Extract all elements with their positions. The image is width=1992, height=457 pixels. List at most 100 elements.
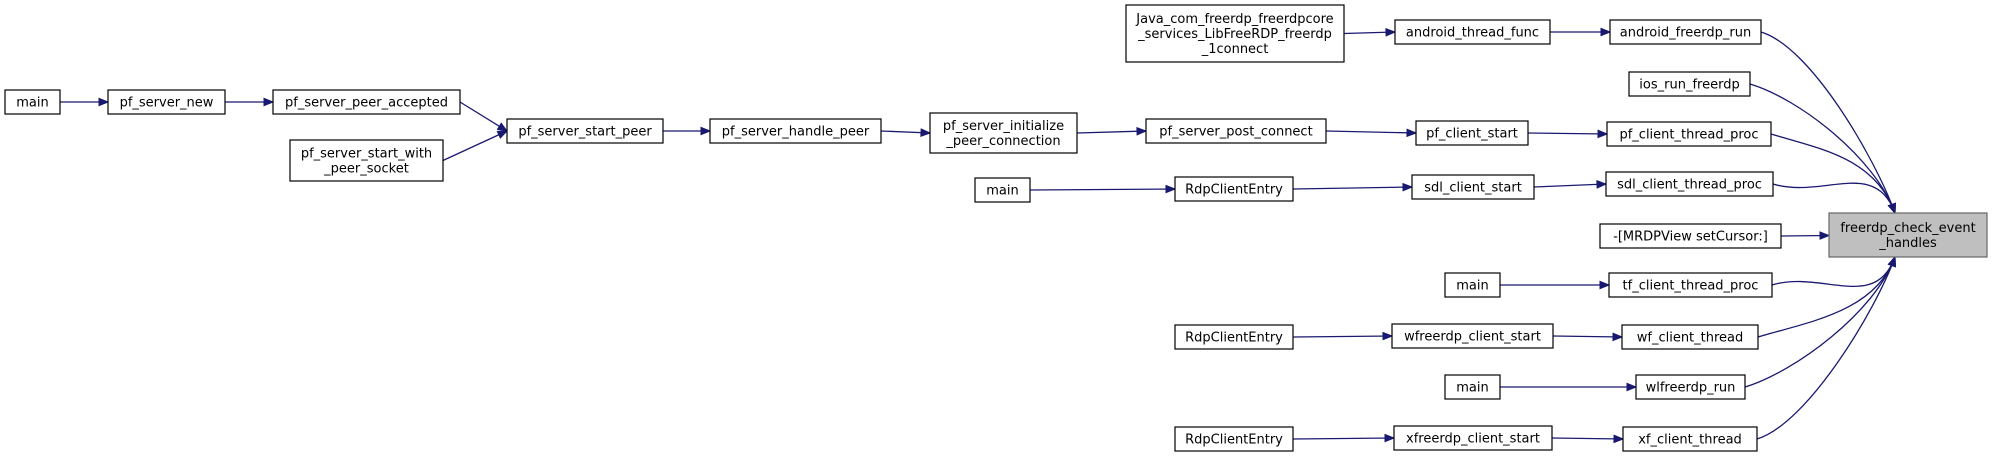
function-node-xfreerdp-client-start[interactable]: xfreerdp_client_start — [1393, 425, 1553, 451]
node-label: RdpClientEntry — [1185, 433, 1283, 448]
function-node-pf-server-post-connect[interactable]: pf_server_post_connect — [1145, 118, 1327, 144]
node-label: xfreerdp_client_start — [1406, 432, 1540, 447]
node-box — [1393, 425, 1553, 451]
node-box — [506, 118, 664, 144]
function-node-wlfreerdp-run[interactable]: wlfreerdp_run — [1635, 374, 1746, 400]
arrowhead — [1382, 331, 1394, 341]
arrowhead — [1887, 255, 1896, 268]
node-box — [1609, 19, 1762, 45]
arrowhead — [920, 128, 932, 137]
node-label: wf_client_thread — [1637, 331, 1744, 346]
node-box — [1622, 426, 1758, 452]
node-label: pf_server_start_with — [301, 147, 432, 162]
function-node-pf-client-start[interactable]: pf_client_start — [1415, 120, 1529, 146]
node-label: _handles — [1878, 236, 1937, 251]
node-label: -[MRDPView setCursor:] — [1613, 230, 1768, 245]
arrowhead — [1136, 126, 1148, 136]
function-node-tf-client-thread-proc[interactable]: tf_client_thread_proc — [1608, 272, 1773, 298]
node-label: sdl_client_thread_proc — [1617, 178, 1762, 193]
function-node-pf-client-thread-proc[interactable]: pf_client_thread_proc — [1606, 121, 1772, 147]
function-node-pf-server-start-with-peer-socket[interactable]: pf_server_start_with_peer_socket — [289, 139, 444, 182]
function-node-mrdpview[interactable]: -[MRDPView setCursor:] — [1599, 223, 1782, 249]
node-box — [709, 118, 882, 144]
function-node-pf-server-handle-peer[interactable]: pf_server_handle_peer — [709, 118, 882, 144]
arrowhead — [1599, 280, 1611, 290]
function-node-sdl-client-start[interactable]: sdl_client_start — [1411, 174, 1535, 200]
node-box — [107, 89, 226, 115]
call-edge-pf-server-initialize-peer-connection-to-pf-server-post-connect — [1076, 130, 1147, 134]
node-box — [1621, 324, 1759, 350]
function-node-rdpclient-2[interactable]: RdpClientEntry — [1174, 324, 1294, 350]
node-label: ios_run_freerdp — [1639, 78, 1739, 93]
function-node-rdpclient-1[interactable]: RdpClientEntry — [1174, 176, 1294, 202]
call-edge-sdl-client-start-to-sdl-client-thread-proc — [1533, 183, 1607, 188]
edges-layer — [60, 27, 1896, 444]
node-box — [929, 112, 1078, 154]
function-node-main-1[interactable]: main — [4, 89, 61, 115]
function-node-java-connect[interactable]: Java_com_freerdp_freerdpcore_services_Li… — [1125, 4, 1345, 63]
node-label: _1connect — [1201, 42, 1269, 57]
node-box — [1174, 324, 1294, 350]
function-node-main-2[interactable]: main — [974, 177, 1031, 203]
call-edge-xfreerdp-client-start-to-xf-client-thread — [1551, 437, 1624, 440]
call-edge-pf-server-post-connect-to-pf-client-start — [1325, 130, 1417, 134]
arrowhead — [263, 97, 275, 107]
node-box — [1125, 4, 1345, 63]
node-label: main — [1456, 381, 1488, 396]
node-label: main — [1456, 279, 1488, 294]
function-node-pf-server-new[interactable]: pf_server_new — [107, 89, 226, 115]
function-node-sdl-client-thread-proc[interactable]: sdl_client_thread_proc — [1605, 171, 1774, 197]
node-box — [1444, 272, 1501, 298]
function-node-pf-server-initialize-peer-connection[interactable]: pf_server_initialize_peer_connection — [929, 112, 1078, 154]
arrowhead — [1626, 382, 1638, 392]
arrowhead — [1406, 128, 1418, 138]
node-label: main — [16, 96, 48, 111]
call-edge-pf-client-start-to-pf-client-thread-proc — [1527, 132, 1608, 135]
node-label: RdpClientEntry — [1185, 331, 1283, 346]
arrowhead — [1165, 184, 1177, 194]
function-node-android-thread-func[interactable]: android_thread_func — [1394, 19, 1551, 45]
node-label: sdl_client_start — [1424, 181, 1522, 196]
arrowhead — [700, 126, 712, 136]
call-edge-android-freerdp-run-to-focus — [1760, 31, 1896, 214]
focus-function-node[interactable]: freerdp_check_event_handles — [1828, 212, 1988, 258]
call-edge-wlfreerdp-run-to-focus — [1744, 256, 1896, 388]
node-label: pf_server_initialize — [943, 119, 1064, 134]
arrowhead — [1819, 231, 1831, 240]
call-edge-sdl-client-thread-proc-to-focus — [1772, 182, 1896, 214]
call-edge-rdpclient-3-to-xfreerdp-client-start — [1292, 437, 1395, 440]
node-box — [1605, 171, 1774, 197]
call-edge-main-2-to-rdpclient-1 — [1029, 188, 1176, 191]
call-edge-wf-client-thread-to-focus — [1757, 256, 1896, 338]
node-box — [1606, 121, 1772, 147]
function-node-xf-client-thread[interactable]: xf_client_thread — [1622, 426, 1758, 452]
function-node-wf-client-thread[interactable]: wf_client_thread — [1621, 324, 1759, 350]
node-label: freerdp_check_event — [1840, 221, 1975, 236]
node-box — [1145, 118, 1327, 144]
function-node-ios-run-freerdp[interactable]: ios_run_freerdp — [1628, 71, 1751, 97]
function-node-wfreerdp-client-start[interactable]: wfreerdp_client_start — [1391, 323, 1554, 349]
function-node-pf-server-start-peer[interactable]: pf_server_start_peer — [506, 118, 664, 144]
node-label: pf_server_start_peer — [518, 125, 652, 140]
arrowhead — [496, 122, 509, 132]
function-node-pf-server-peer-accepted[interactable]: pf_server_peer_accepted — [272, 89, 461, 115]
function-node-main-4[interactable]: main — [1444, 374, 1501, 400]
function-node-android-freerdp-run[interactable]: android_freerdp_run — [1609, 19, 1762, 45]
nodes-layer: freerdp_check_event_handles android_freer… — [4, 4, 1988, 452]
node-label: _services_LibFreeRDP_freerdp — [1137, 27, 1332, 42]
node-label: _peer_connection — [945, 134, 1060, 149]
call-edge-wfreerdp-client-start-to-wf-client-thread — [1552, 335, 1623, 338]
node-label: RdpClientEntry — [1185, 183, 1283, 198]
node-label: pf_client_thread_proc — [1619, 128, 1758, 143]
node-box — [1635, 374, 1746, 400]
function-node-rdpclient-3[interactable]: RdpClientEntry — [1174, 426, 1294, 452]
function-node-main-3[interactable]: main — [1444, 272, 1501, 298]
node-box — [1411, 174, 1535, 200]
node-box — [1608, 272, 1773, 298]
node-label: pf_server_peer_accepted — [285, 96, 448, 111]
arrowhead — [1613, 434, 1625, 444]
node-label: wlfreerdp_run — [1646, 381, 1736, 396]
call-edge-rdpclient-1-to-sdl-client-start — [1292, 186, 1413, 190]
node-label: pf_client_start — [1426, 127, 1518, 142]
